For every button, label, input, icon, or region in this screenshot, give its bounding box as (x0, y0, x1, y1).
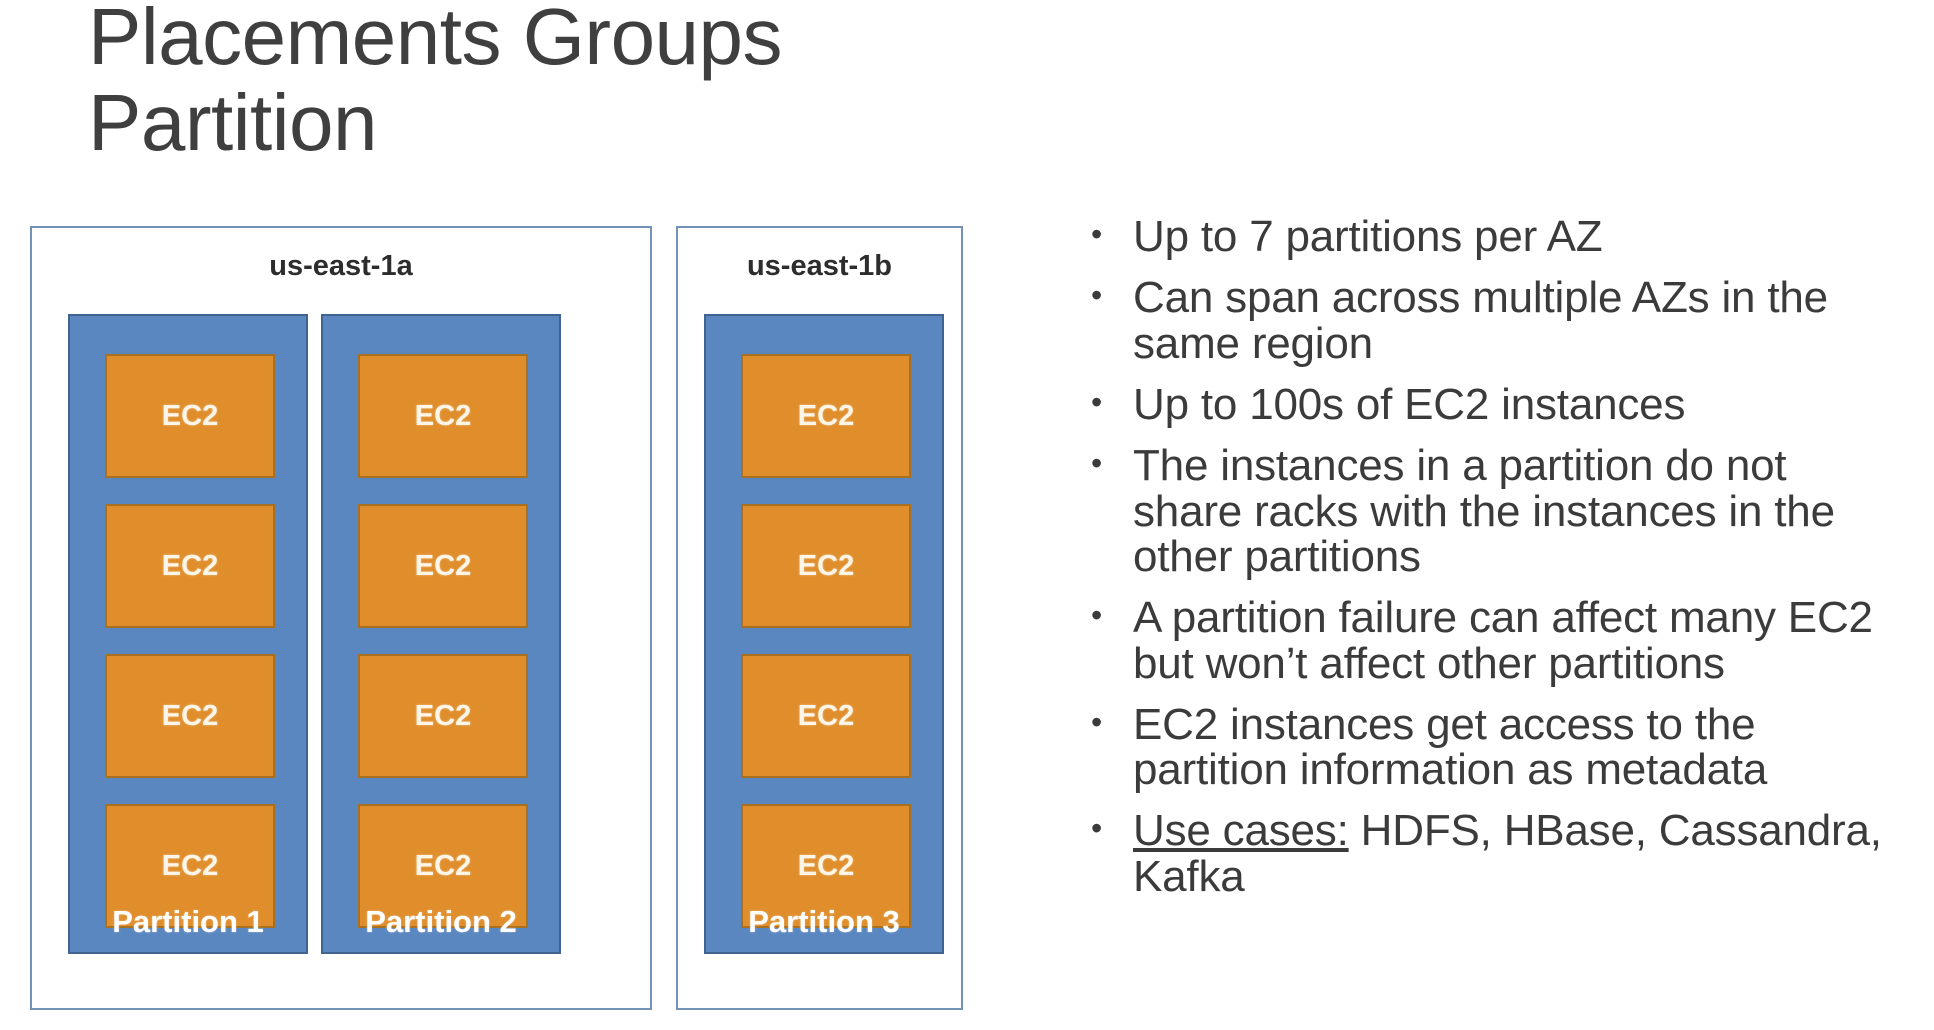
ec2-label: EC2 (161, 549, 219, 582)
ec2-instance: EC2 (741, 504, 911, 628)
feature-bullet-list: Up to 7 partitions per AZ Can span acros… (1085, 212, 1905, 915)
bullet-text: A partition failure can affect many EC2 … (1133, 593, 1873, 688)
ec2-instance: EC2 (741, 804, 911, 928)
partition-box-2: EC2 EC2 EC2 EC2 Partition 2 (321, 314, 561, 954)
ec2-instance: EC2 (105, 354, 275, 478)
partition-box-3: EC2 EC2 EC2 EC2 Partition 3 (704, 314, 944, 954)
ec2-instance: EC2 (105, 804, 275, 928)
ec2-instance: EC2 (741, 354, 911, 478)
placement-group-diagram: us-east-1a EC2 EC2 EC2 EC2 Partition 1 E… (30, 226, 963, 1010)
list-item: The instances in a partition do not shar… (1085, 441, 1905, 581)
ec2-instance: EC2 (358, 654, 528, 778)
ec2-label: EC2 (161, 399, 219, 432)
availability-zone-label: us-east-1b (746, 250, 893, 282)
ec2-label: EC2 (797, 699, 855, 732)
ec2-label: EC2 (797, 549, 855, 582)
ec2-label: EC2 (797, 399, 855, 432)
partition-label: Partition 2 (365, 904, 517, 939)
bullet-text: Up to 7 partitions per AZ (1133, 212, 1603, 261)
ec2-label: EC2 (414, 399, 472, 432)
ec2-instance: EC2 (105, 504, 275, 628)
availability-zone-us-east-1b: us-east-1b EC2 EC2 EC2 EC2 Partition 3 (676, 226, 963, 1010)
ec2-label: EC2 (414, 849, 472, 882)
availability-zone-us-east-1a: us-east-1a EC2 EC2 EC2 EC2 Partition 1 E… (30, 226, 652, 1010)
list-item: A partition failure can affect many EC2 … (1085, 593, 1905, 688)
list-item: Up to 7 partitions per AZ (1085, 212, 1905, 261)
bullet-text: EC2 instances get access to the partitio… (1133, 699, 1768, 795)
ec2-label: EC2 (414, 549, 472, 582)
list-item: Use cases: HDFS, HBase, Cassandra, Kafka (1085, 806, 1905, 901)
ec2-label: EC2 (797, 849, 855, 882)
ec2-label: EC2 (161, 849, 219, 882)
bullet-text: HDFS, HBase, Cassandra, Kafka (1133, 806, 1882, 901)
bullet-lead-underlined: Use cases: (1133, 806, 1349, 856)
ec2-label: EC2 (414, 699, 472, 732)
partition-box-1: EC2 EC2 EC2 EC2 Partition 1 (68, 314, 308, 954)
bullet-text: Can span across multiple AZs in the same… (1133, 273, 1828, 368)
bullet-text: The instances in a partition do not shar… (1133, 441, 1835, 581)
ec2-label: EC2 (161, 699, 219, 732)
page-title: Placements Groups Partition (88, 0, 783, 168)
bullet-text: Up to 100s of EC2 instances (1133, 379, 1686, 429)
ec2-instance: EC2 (105, 654, 275, 778)
ec2-instance: EC2 (358, 504, 528, 628)
partition-label: Partition 1 (112, 904, 264, 939)
ec2-instance: EC2 (358, 354, 528, 478)
ec2-instance: EC2 (358, 804, 528, 928)
list-item: Can span across multiple AZs in the same… (1085, 273, 1905, 368)
list-item: EC2 instances get access to the partitio… (1085, 699, 1905, 795)
partition-label: Partition 3 (748, 904, 900, 939)
availability-zone-label: us-east-1a (269, 250, 413, 282)
ec2-instance: EC2 (741, 654, 911, 778)
list-item: Up to 100s of EC2 instances (1085, 379, 1905, 429)
